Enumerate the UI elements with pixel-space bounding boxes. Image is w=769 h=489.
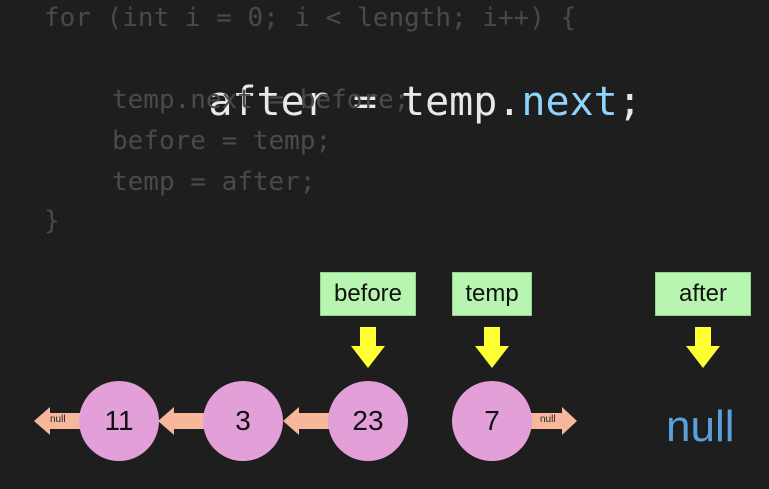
null-label-right: null [540, 414, 556, 425]
link-arrow-23-to-3 [283, 407, 331, 435]
link-arrow-3-to-11 [158, 407, 206, 435]
code-line-2-suffix: ; [617, 79, 642, 125]
code-line-6: } [44, 206, 60, 236]
pointer-arrow-before [351, 327, 385, 368]
code-line-5: temp = after; [112, 167, 316, 197]
list-node-3: 3 [203, 381, 283, 461]
pointer-arrow-temp [475, 327, 509, 368]
label-temp: temp [452, 272, 532, 316]
code-line-1: for (int i = 0; i < length; i++) { [44, 3, 577, 33]
null-label-left: null [50, 414, 66, 425]
list-node-11: 11 [79, 381, 159, 461]
label-before: before [320, 272, 416, 316]
code-line-2-member: next [521, 79, 618, 125]
list-node-23: 23 [328, 381, 408, 461]
pointer-arrow-after [686, 327, 720, 368]
code-line-4: before = temp; [112, 126, 332, 156]
after-null-value: null [666, 402, 735, 451]
code-line-3: temp.next = before; [112, 85, 410, 115]
list-node-7: 7 [452, 381, 532, 461]
label-after: after [655, 272, 751, 316]
code-line-2-highlighted: after = temp.next; [112, 36, 642, 168]
code-line-2-prefix: after = temp. [208, 79, 522, 125]
